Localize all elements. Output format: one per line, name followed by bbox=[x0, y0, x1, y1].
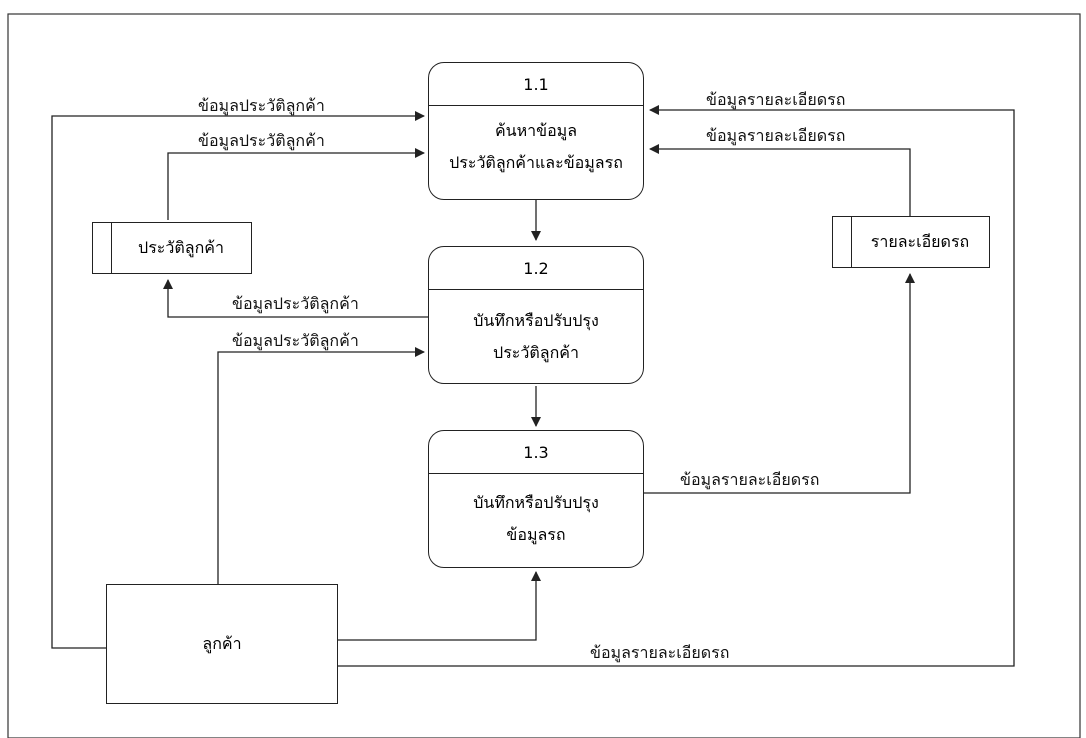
flow-customer-to-p12 bbox=[217, 347, 425, 584]
flow-customer-to-p13 bbox=[338, 571, 541, 641]
process-id: 1.2 bbox=[429, 247, 643, 290]
process-1-3[interactable]: 1.3 บันทึกหรือปรับปรุง ข้อมูลรถ bbox=[428, 430, 644, 568]
process-name: บันทึกหรือปรับปรุง ข้อมูลรถ bbox=[429, 487, 643, 551]
process-id: 1.3 bbox=[429, 431, 643, 474]
flow-label-car-details: ข้อมูลรายละเอียดรถ bbox=[680, 470, 820, 489]
process-name: ค้นหาข้อมูล ประวัติลูกค้าและข้อมูลรถ bbox=[429, 115, 643, 179]
flow-customer-car-to-p11 bbox=[338, 105, 1015, 667]
flow-label-customer-history: ข้อมูลประวัติลูกค้า bbox=[232, 294, 359, 313]
flow-label-car-details: ข้อมูลรายละเอียดรถ bbox=[706, 90, 846, 109]
page-frame bbox=[7, 13, 1081, 738]
flow-car-store-to-p11 bbox=[649, 144, 911, 216]
process-1-2[interactable]: 1.2 บันทึกหรือปรับปรุง ประวัติลูกค้า bbox=[428, 246, 644, 384]
process-name-line: ประวัติลูกค้าและข้อมูลรถ bbox=[449, 153, 623, 172]
external-entity-customer[interactable]: ลูกค้า bbox=[106, 584, 338, 704]
flow-label-car-details: ข้อมูลรายละเอียดรถ bbox=[706, 126, 846, 145]
process-name: บันทึกหรือปรับปรุง ประวัติลูกค้า bbox=[429, 305, 643, 369]
flow-customer-to-p11 bbox=[51, 111, 425, 649]
data-store-car-details[interactable]: รายละเอียดรถ bbox=[832, 216, 990, 268]
flow-p13-to-car-store bbox=[644, 273, 915, 494]
flow-label-customer-history: ข้อมูลประวัติลูกค้า bbox=[232, 331, 359, 350]
process-1-1[interactable]: 1.1 ค้นหาข้อมูล ประวัติลูกค้าและข้อมูลรถ bbox=[428, 62, 644, 200]
process-name-line: บันทึกหรือปรับปรุง bbox=[473, 311, 599, 330]
flow-label-customer-history: ข้อมูลประวัติลูกค้า bbox=[198, 131, 325, 150]
store-divider bbox=[111, 223, 112, 273]
flow-label-customer-history: ข้อมูลประวัติลูกค้า bbox=[198, 96, 325, 115]
flow-label-car-details: ข้อมูลรายละเอียดรถ bbox=[590, 643, 730, 662]
data-store-customer-history[interactable]: ประวัติลูกค้า bbox=[92, 222, 252, 274]
store-name: รายละเอียดรถ bbox=[870, 231, 970, 251]
process-name-line: ค้นหาข้อมูล bbox=[494, 121, 578, 140]
flow-p12-to-history-store bbox=[163, 279, 428, 318]
flow-history-store-to-p11 bbox=[167, 148, 425, 220]
store-divider bbox=[851, 217, 852, 267]
process-name-line: ข้อมูลรถ bbox=[506, 525, 566, 544]
process-id: 1.1 bbox=[429, 63, 643, 106]
process-name-line: บันทึกหรือปรับปรุง bbox=[473, 493, 599, 512]
process-name-line: ประวัติลูกค้า bbox=[493, 343, 579, 362]
store-name: ประวัติลูกค้า bbox=[138, 237, 224, 257]
entity-name: ลูกค้า bbox=[202, 633, 242, 653]
